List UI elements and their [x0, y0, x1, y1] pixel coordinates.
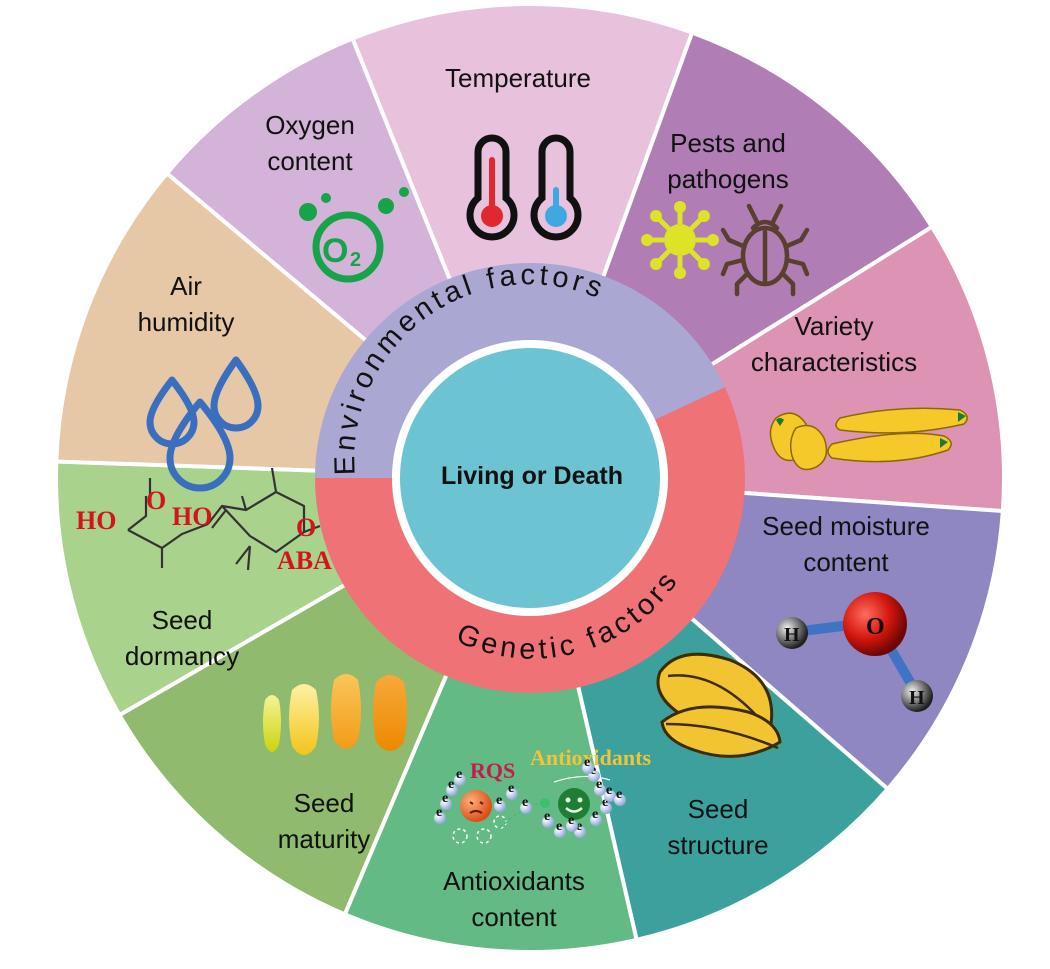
o2-icon: O 2 [299, 187, 409, 283]
electron-14: e [604, 783, 616, 802]
svg-text:e: e [568, 813, 574, 828]
aba-label: ABA [277, 546, 332, 575]
svg-text:e: e [606, 783, 612, 798]
electron-12: e [594, 777, 606, 796]
svg-text:e: e [448, 777, 454, 792]
variety-seeds-icon [769, 407, 968, 471]
hydrogen-atom-label-1: H [784, 624, 800, 646]
seed-maturity-icon [263, 674, 407, 755]
electron-4: e [494, 793, 506, 812]
ros-antioxidant-icon: RQS Antioxidants eeeeeeeeeeeeeeeeee [434, 745, 651, 844]
svg-text:e: e [576, 819, 582, 834]
electron-1: e [440, 791, 452, 810]
environmental-ring [315, 262, 725, 478]
center-circle [400, 348, 660, 608]
svg-text:e: e [544, 809, 550, 824]
center-label: Living or Death [441, 462, 623, 490]
svg-text:e: e [442, 791, 448, 806]
svg-text:e: e [522, 795, 528, 810]
seed-structure-icon [656, 652, 782, 758]
electron-15: e [582, 755, 594, 774]
hydrogen-atom-label-2: H [909, 687, 925, 709]
sector-label-temperature: Temperature [445, 63, 591, 93]
svg-text:e: e [616, 787, 622, 802]
svg-text:e: e [602, 795, 608, 810]
electron-0: e [446, 777, 458, 796]
electron-8: e [554, 819, 566, 838]
aba-molecule-icon [127, 467, 321, 571]
electron-2: e [434, 805, 446, 824]
electron-cluster: eeeeeeeeeeeeeeeeee [434, 755, 626, 838]
oxygen-atom-label: O [866, 614, 885, 640]
svg-text:e: e [592, 807, 598, 822]
pathogen-icon [641, 201, 719, 279]
o2-subscript: 2 [350, 249, 361, 271]
electron-5: e [506, 781, 518, 800]
svg-text:e: e [556, 819, 562, 834]
thermometer-hot-icon [466, 134, 518, 241]
electron-7: e [542, 809, 554, 828]
electron-10: e [590, 807, 602, 826]
sector-temperature [349, 2, 695, 484]
aba-ho-label-2: HO [172, 502, 212, 531]
thermometer-cold-icon [530, 134, 582, 241]
o2-symbol: O [322, 232, 348, 270]
aba-ho-label-1: HO [76, 506, 116, 535]
svg-text:e: e [496, 793, 502, 808]
aba-o-label-2: O [296, 513, 316, 542]
ros-label: RQS [470, 758, 515, 783]
electron-11: e [600, 795, 612, 814]
water-molecule-icon: O H H [776, 592, 933, 712]
electron-6: e [520, 795, 532, 814]
water-drops-icon [146, 356, 262, 492]
electron-3: e [454, 767, 466, 786]
genetic-ring [315, 387, 745, 693]
electron-16: e [614, 787, 626, 806]
svg-text:e: e [596, 777, 602, 792]
svg-text:e: e [508, 781, 514, 796]
aba-o-label-1: O [146, 486, 166, 515]
svg-text:e: e [584, 755, 590, 770]
electron-17: e [566, 813, 578, 832]
beetle-icon [720, 203, 810, 297]
svg-text:e: e [436, 805, 442, 820]
svg-text:e: e [456, 767, 462, 782]
